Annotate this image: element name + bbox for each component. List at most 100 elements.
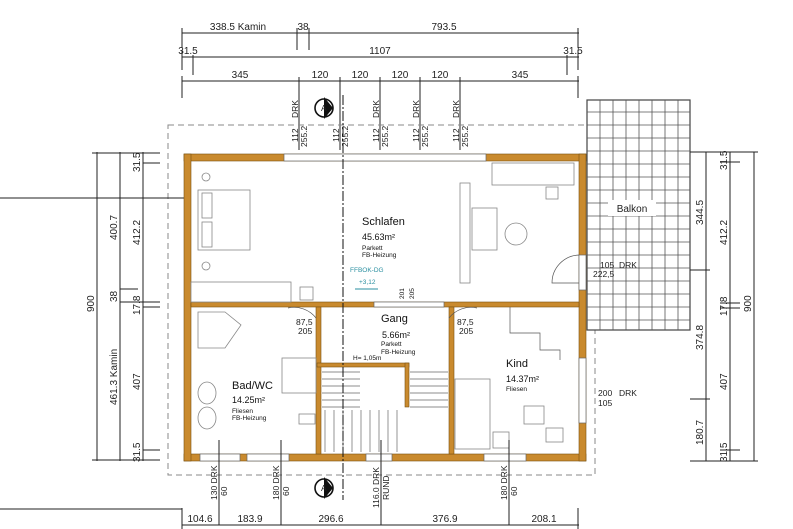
room-floor: Fliesen bbox=[232, 408, 253, 415]
dim-text: 208.1 bbox=[531, 514, 556, 525]
room-name: Kind bbox=[506, 358, 528, 370]
dim-text: 38 bbox=[297, 22, 309, 33]
door-dim: 87,5 bbox=[296, 317, 313, 327]
dim-text: 31.5 bbox=[132, 442, 143, 462]
doors bbox=[287, 254, 580, 319]
dim-text: 180.7 bbox=[695, 420, 706, 445]
room-heating: FB-Heizung bbox=[381, 349, 416, 356]
window-label: 255.2 bbox=[299, 125, 309, 147]
dim-text: 338.5 Kamin bbox=[210, 22, 266, 33]
window-label: RUND bbox=[381, 475, 391, 500]
room-area: 45.63m² bbox=[362, 232, 395, 242]
room-area: 14.37m² bbox=[506, 374, 539, 384]
dim-text: 345 bbox=[232, 70, 249, 81]
dim-text: 344.5 bbox=[695, 200, 706, 225]
window-label: 180 DRK bbox=[499, 465, 509, 500]
top-dimensions: 338.5 Kamin 38 793.5 31.5 1107 31.5 345 … bbox=[178, 22, 583, 150]
dim-text: 407 bbox=[132, 373, 143, 390]
dim-text: 31.5 bbox=[719, 442, 730, 462]
room-floor: Fliesen bbox=[506, 386, 527, 393]
window-label: 116.0 DRK bbox=[371, 467, 381, 508]
door-dim: 205 bbox=[298, 326, 312, 336]
dim-text: 900 bbox=[743, 295, 754, 312]
window-label: 112 bbox=[371, 128, 381, 142]
window-label: 60 bbox=[509, 486, 519, 496]
room-heating: FB-Heizung bbox=[232, 415, 267, 422]
window-label: 255.2 bbox=[420, 125, 430, 147]
dim-text: 120 bbox=[352, 70, 369, 81]
top-window-labels: DRK 112 255.2 112 255.2 DRK 112 255.2 DR… bbox=[290, 100, 470, 147]
section-marker-bottom[interactable]: A bbox=[314, 477, 334, 499]
window-label: 180 DRK bbox=[271, 465, 281, 500]
room-floor: Parkett bbox=[381, 341, 402, 348]
room-schlafen: Schlafen 45.63m² Parkett FB-Heizung bbox=[362, 216, 405, 259]
room-kind: Kind 14.37m² Fliesen bbox=[506, 358, 539, 393]
dim-text: 461.3 Kamin bbox=[109, 349, 120, 405]
room-name: Bad/WC bbox=[232, 380, 273, 392]
dim-text: 1107 bbox=[369, 46, 391, 57]
window-label: 60 bbox=[281, 486, 291, 496]
level-label: FFBOK-DG bbox=[350, 267, 384, 274]
room-area: 14.25m² bbox=[232, 395, 265, 405]
window-dim: DRK bbox=[619, 388, 637, 398]
section-marker-top[interactable]: A bbox=[314, 97, 334, 119]
dim-text: 31.5 bbox=[178, 46, 198, 57]
dim-text: 793.5 bbox=[431, 22, 456, 33]
room-floor: Parkett bbox=[362, 245, 383, 252]
dim-text: 412.2 bbox=[132, 220, 143, 245]
bottom-dimensions: 104.6 183.9 296.6 376.9 208.1 bbox=[181, 508, 579, 529]
dim-text: 17.8 bbox=[132, 295, 143, 315]
dim-text: 345 bbox=[512, 70, 529, 81]
balcony: Balkon bbox=[586, 99, 691, 331]
door-dim: DRK bbox=[619, 260, 637, 270]
dim-text: 120 bbox=[392, 70, 409, 81]
dim-text: 400.7 bbox=[109, 215, 120, 240]
dim-text: 183.9 bbox=[237, 514, 262, 525]
dim-text: 296.6 bbox=[318, 514, 343, 525]
window-label: 60 bbox=[219, 486, 229, 496]
right-dimensions: 344.5 374.8 180.7 31.5 412.2 17.8 407 31… bbox=[690, 150, 758, 462]
level-value: +3,12 bbox=[359, 279, 376, 286]
room-name: Schlafen bbox=[362, 216, 405, 228]
window-label: 112 bbox=[331, 128, 341, 142]
room-name: Gang bbox=[381, 313, 408, 325]
window-dim: 200 bbox=[598, 388, 612, 398]
dim-text: 900 bbox=[86, 295, 97, 312]
staircase bbox=[322, 371, 448, 452]
room-heating: FB-Heizung bbox=[362, 252, 397, 259]
room-gang: Gang 5.66m² Parkett FB-Heizung H= 1,05m bbox=[353, 313, 416, 362]
window-label: 112 bbox=[451, 128, 461, 142]
window-label: 255.2 bbox=[460, 125, 470, 147]
dim-text: 31.5 bbox=[132, 152, 143, 172]
room-bad: Bad/WC 14.25m² Fliesen FB-Heizung bbox=[232, 380, 273, 422]
door-dim: 205 bbox=[409, 288, 416, 299]
window-label: 255.2 bbox=[380, 125, 390, 147]
room-name-balkon: Balkon bbox=[617, 204, 648, 215]
window-label: 255.2 bbox=[340, 125, 350, 147]
room-area: 5.66m² bbox=[382, 330, 410, 340]
window-label: 112 bbox=[411, 128, 421, 142]
dim-text: 38 bbox=[109, 290, 120, 302]
furniture bbox=[190, 162, 575, 450]
dim-text: 104.6 bbox=[187, 514, 212, 525]
window-dim: 105 bbox=[598, 398, 612, 408]
dim-text: 120 bbox=[432, 70, 449, 81]
dim-text: 374.8 bbox=[695, 325, 706, 350]
door-dim: 205 bbox=[459, 326, 473, 336]
railing-height: H= 1,05m bbox=[353, 355, 381, 362]
dim-text: 376.9 bbox=[432, 514, 457, 525]
window-label: DRK bbox=[290, 100, 300, 118]
left-dimensions: 900 400.7 38 461.3 Kamin 31.5 412.2 17.8… bbox=[86, 152, 160, 462]
bottom-window-labels: 130 DRK 60 180 DRK 60 116.0 DRK RUND 180… bbox=[209, 440, 519, 525]
window-label: DRK bbox=[451, 100, 461, 118]
door-dim: 87,5 bbox=[457, 317, 474, 327]
windows bbox=[199, 153, 587, 462]
dim-text: 31.5 bbox=[719, 150, 730, 170]
dim-text: 17.8 bbox=[719, 296, 730, 316]
door-dim: 222,5 bbox=[593, 269, 615, 279]
dim-text: 407 bbox=[719, 373, 730, 390]
door-dim: 105 bbox=[600, 260, 614, 270]
section-label: A bbox=[321, 103, 327, 113]
window-label: 130 DRK bbox=[209, 465, 219, 500]
